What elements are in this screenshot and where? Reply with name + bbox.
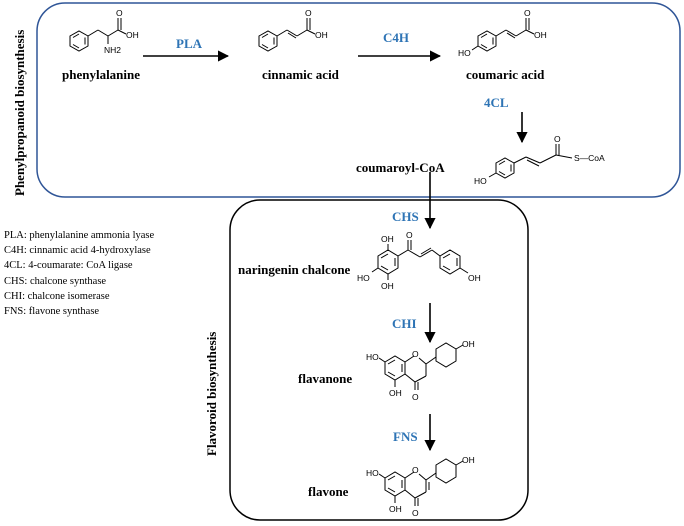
phe-oh-label: OH xyxy=(126,30,139,40)
enzyme-legend: PLA: phenylalanine ammonia lyase C4H: ci… xyxy=(4,228,154,319)
coa-s-label: S—CoA xyxy=(574,153,605,163)
flv-oh-right: OH xyxy=(462,455,475,465)
fla-oh-bottom: OH xyxy=(389,388,402,398)
nc-oh-right: OH xyxy=(468,273,481,283)
legend-entry: CHS: chalcone synthase xyxy=(4,275,107,287)
legend-entry: CHI: chalcone isomerase xyxy=(4,290,110,302)
coa-ho-label: HO xyxy=(474,176,487,186)
flavonoid-section-title: Flavoroid biosynthesis xyxy=(204,331,219,456)
cin-oh-label: OH xyxy=(315,30,328,40)
cou-ho-label: HO xyxy=(458,48,471,58)
compound-flavone: flavone xyxy=(308,484,349,499)
legend-entry: C4H: cinnamic acid 4-hydroxylase xyxy=(4,245,151,257)
nc-ho-left: HO xyxy=(357,273,370,283)
fla-o-carbonyl: O xyxy=(412,392,419,402)
nc-o-label: O xyxy=(406,230,413,240)
coa-o-label: O xyxy=(554,134,561,144)
fla-oh-right: OH xyxy=(462,339,475,349)
enzyme-chs: CHS xyxy=(392,209,419,224)
enzyme-c4h: C4H xyxy=(383,30,409,45)
compound-naringenin-chalcone: naringenin chalcone xyxy=(238,262,351,277)
phe-nh2-label: NH2 xyxy=(104,45,121,55)
legend-entry: 4CL: 4-coumarate: CoA ligase xyxy=(4,260,133,272)
flavonoid-box xyxy=(229,199,529,521)
fla-o-ring: O xyxy=(412,349,419,359)
naringenin-chalcone-structure xyxy=(371,240,469,280)
compound-coumaroyl-coa: coumaroyl-CoA xyxy=(356,160,445,175)
legend-entry: FNS: flavone synthase xyxy=(4,306,100,318)
flavone-structure xyxy=(378,458,464,506)
enzyme-pla: PLA xyxy=(176,36,202,51)
phenylpropanoid-box xyxy=(36,2,681,198)
cinnamic-acid-structure xyxy=(258,18,316,52)
compound-phenylalanine: phenylalanine xyxy=(62,67,141,82)
flv-oh-bottom: OH xyxy=(389,504,402,514)
phenylpropanoid-section-title: Phenylpropanoid biosynthesis xyxy=(12,29,27,196)
flv-ho-left: HO xyxy=(366,468,379,478)
nc-oh-bottom: OH xyxy=(381,281,394,291)
flv-o-ring: O xyxy=(412,465,419,475)
phenylalanine-structure xyxy=(69,18,127,52)
compound-flavanone: flavanone xyxy=(298,371,353,386)
enzyme-chi: CHI xyxy=(392,316,417,331)
compound-coumaric-acid: coumaric acid xyxy=(466,67,545,82)
nc-oh-top: OH xyxy=(381,234,394,244)
fla-ho-left: HO xyxy=(366,352,379,362)
flavanone-structure xyxy=(378,342,464,390)
cou-o-label: O xyxy=(524,8,531,18)
enzyme-4cl: 4CL xyxy=(484,95,509,110)
phe-o-label: O xyxy=(116,8,123,18)
legend-entry: PLA: phenylalanine ammonia lyase xyxy=(4,230,155,241)
cou-oh-label: OH xyxy=(534,30,547,40)
compound-cinnamic-acid: cinnamic acid xyxy=(262,67,339,82)
enzyme-fns: FNS xyxy=(393,429,418,444)
coumaric-acid-structure xyxy=(471,18,535,52)
flv-o-carbonyl: O xyxy=(412,508,419,518)
coumaroyl-coa-structure xyxy=(488,144,573,179)
cin-o-label: O xyxy=(305,8,312,18)
